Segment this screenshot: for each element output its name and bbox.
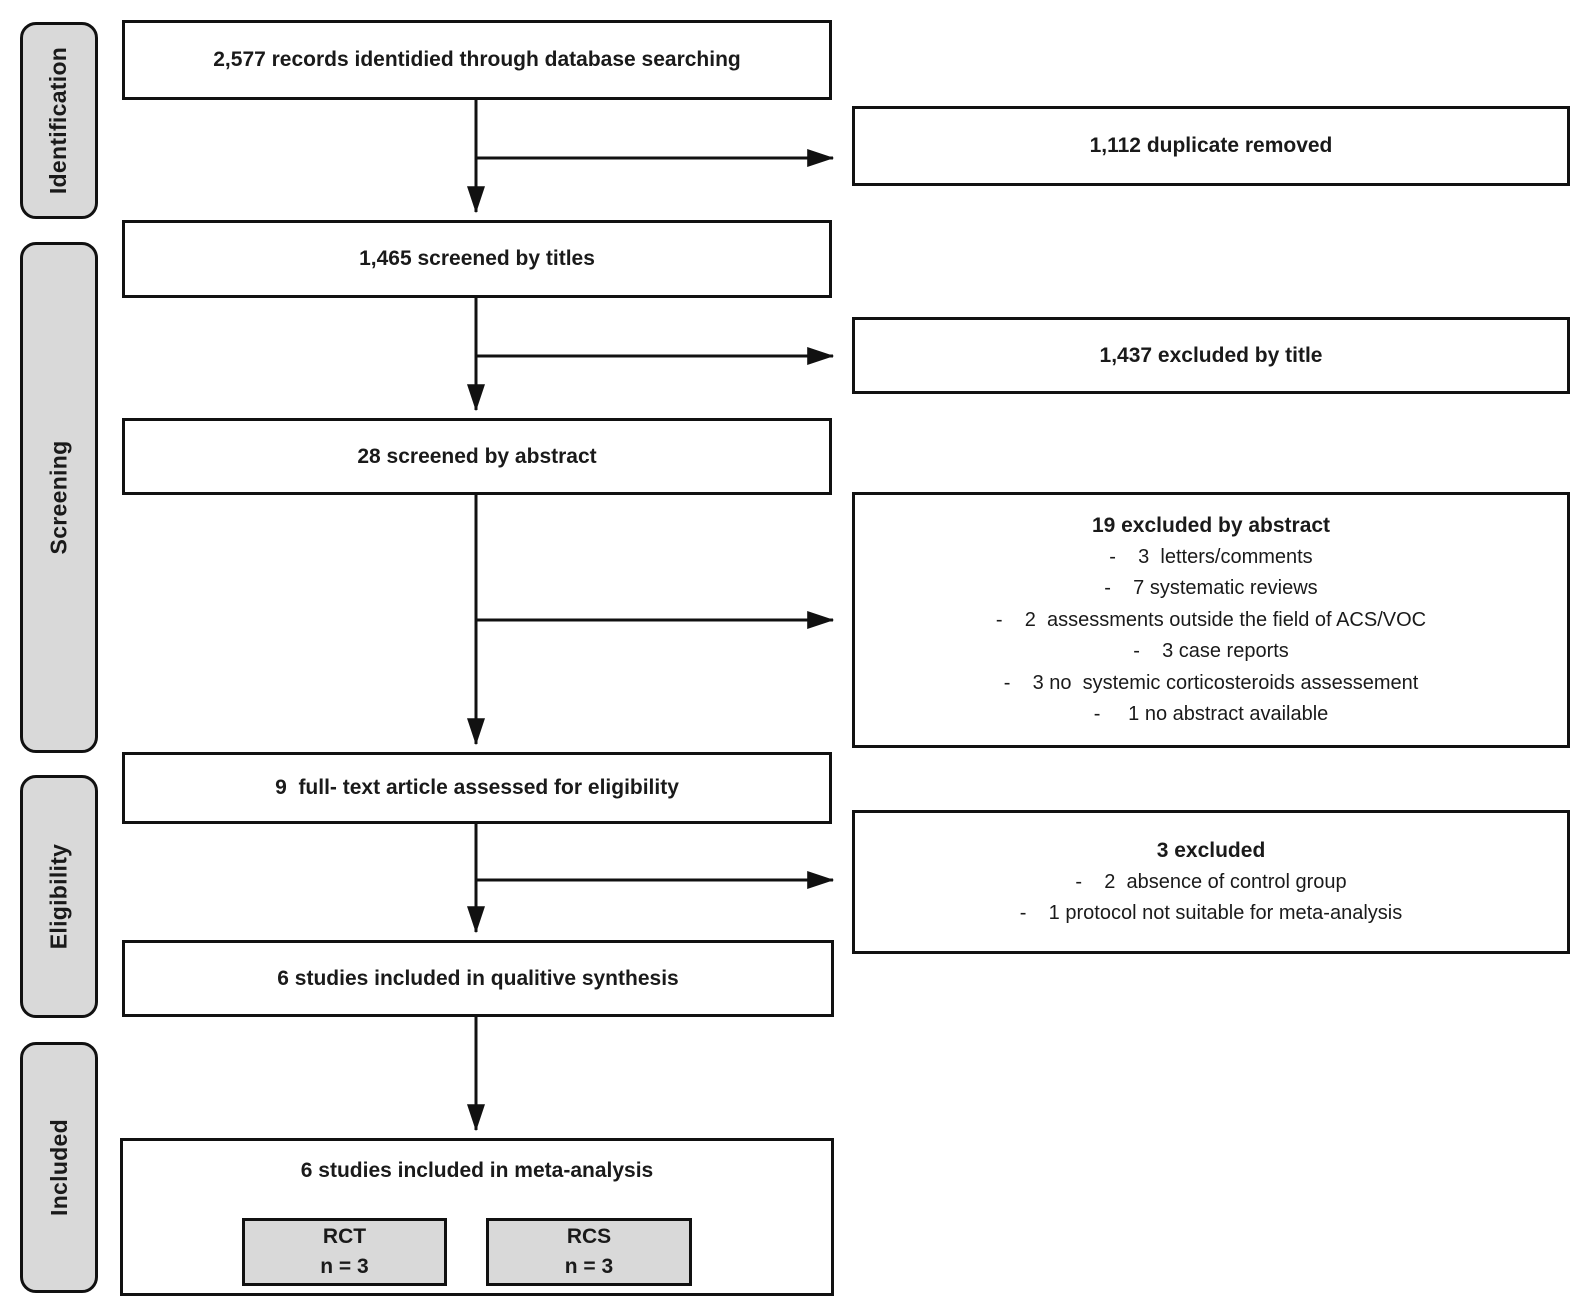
- box-duplicates-removed: 1,112 duplicate removed: [852, 106, 1570, 186]
- box-records-identified: 2,577 records identidied through databas…: [122, 20, 832, 100]
- box-label: 1,465 screened by titles: [359, 247, 595, 270]
- box-label: 1,437 excluded by title: [1099, 343, 1323, 367]
- box-screened-titles: 1,465 screened by titles: [122, 220, 832, 298]
- box-screened-abstract: 28 screened by abstract: [122, 418, 832, 495]
- box-label: 6 studies included in qualitive synthesi…: [277, 966, 679, 990]
- exclusion-title: 3 excluded: [1156, 838, 1266, 862]
- box-excluded-fulltext: 3 excluded - 2 absence of control group …: [852, 810, 1570, 954]
- box-fulltext-assessed: 9 full- text article assessed for eligib…: [122, 752, 832, 824]
- box-label: 28 screened by abstract: [357, 444, 597, 468]
- subgroup-rct: RCT n = 3: [242, 1218, 447, 1286]
- exclusion-item: - 7 systematic reviews: [1104, 577, 1318, 599]
- subgroup-count: n = 3: [320, 1255, 369, 1278]
- subgroup-count: n = 3: [564, 1255, 614, 1278]
- box-meta-analysis: 6 studies included in meta-analysis: [120, 1138, 834, 1296]
- stage-label: Included: [45, 1119, 72, 1216]
- box-excluded-by-title: 1,437 excluded by title: [852, 317, 1570, 394]
- stage-label: Eligibility: [45, 843, 72, 950]
- stage-label: Screening: [45, 440, 72, 555]
- subgroup-label: RCS: [566, 1225, 612, 1248]
- stage-included: Included: [20, 1042, 98, 1293]
- exclusion-title: 19 excluded by abstract: [1091, 513, 1331, 537]
- exclusion-item: - 3 letters/comments: [1109, 545, 1313, 568]
- exclusion-item: - 2 absence of control group: [1075, 870, 1347, 893]
- exclusion-item: - 3 no systemic corticosteroids assessem…: [1003, 671, 1419, 694]
- exclusion-item: - 1 protocol not suitable for meta-analy…: [1019, 902, 1403, 924]
- box-label: 1,112 duplicate removed: [1089, 134, 1333, 157]
- box-qualitative-synthesis: 6 studies included in qualitive synthesi…: [122, 940, 834, 1017]
- box-excluded-by-abstract: 19 excluded by abstract - 3 letters/comm…: [852, 492, 1570, 748]
- stage-label: Identification: [45, 46, 72, 195]
- stage-screening: Screening: [20, 242, 98, 753]
- exclusion-item: - 1 no abstract available: [1093, 703, 1329, 725]
- exclusion-item: - 3 case reports: [1133, 640, 1289, 662]
- box-label: 2,577 records identidied through databas…: [213, 48, 741, 71]
- stage-eligibility: Eligibility: [20, 775, 98, 1018]
- subgroup-label: RCT: [322, 1225, 367, 1248]
- meta-analysis-title-wrap: 6 studies included in meta-analysis: [123, 1159, 831, 1183]
- box-label: 6 studies included in meta-analysis: [300, 1159, 654, 1182]
- box-label: 9 full- text article assessed for eligib…: [275, 776, 679, 799]
- stage-identification: Identification: [20, 22, 98, 219]
- subgroup-rcs: RCS n = 3: [486, 1218, 692, 1286]
- exclusion-item: - 2 assessments outside the field of ACS…: [995, 608, 1427, 631]
